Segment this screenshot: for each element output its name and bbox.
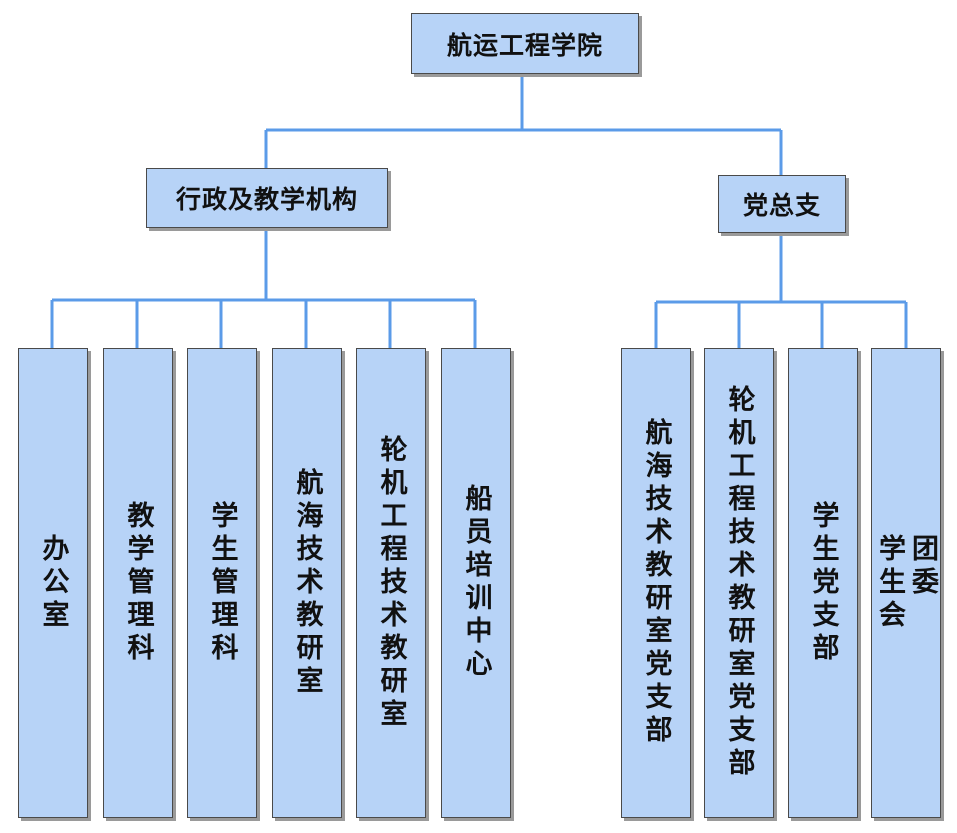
party-unit-node: 航海技术教研室党支部 bbox=[621, 348, 691, 818]
admin-unit-label: 教学管理科 bbox=[122, 500, 154, 666]
party-unit-label: 学生党支部 bbox=[807, 500, 839, 666]
admin-unit-node: 轮机工程技术教研室 bbox=[356, 348, 426, 818]
party-unit-label: 轮机工程技术教研室党支部 bbox=[723, 385, 755, 781]
root-node-label: 航运工程学院 bbox=[446, 30, 603, 60]
admin-unit-node: 教学管理科 bbox=[103, 348, 173, 818]
admin-branch-node: 行政及教学机构 bbox=[146, 168, 388, 228]
party-branch-label: 党总支 bbox=[742, 191, 821, 220]
party-branch-node: 党总支 bbox=[718, 175, 846, 233]
admin-unit-label: 办公室 bbox=[37, 533, 69, 633]
admin-branch-label: 行政及教学机构 bbox=[175, 185, 358, 214]
party-unit-node: 轮机工程技术教研室党支部 bbox=[704, 348, 774, 818]
party-unit-node: 学生党支部 bbox=[788, 348, 858, 818]
admin-unit-label: 学生管理科 bbox=[206, 500, 238, 666]
admin-unit-label: 航海技术教研室 bbox=[291, 467, 323, 699]
party-unit-label: 航海技术教研室党支部 bbox=[640, 418, 672, 748]
admin-unit-node: 船员培训中心 bbox=[441, 348, 511, 818]
admin-unit-label: 轮机工程技术教研室 bbox=[375, 434, 407, 732]
admin-unit-node: 办公室 bbox=[18, 348, 88, 818]
root-node: 航运工程学院 bbox=[411, 13, 639, 74]
party-unit-label-group: 团委 学生会 bbox=[874, 533, 938, 633]
party-unit-label-line: 学生会 bbox=[874, 533, 905, 633]
admin-unit-label: 船员培训中心 bbox=[460, 484, 492, 682]
admin-unit-node: 学生管理科 bbox=[187, 348, 257, 818]
party-unit-label-line: 团委 bbox=[907, 533, 938, 600]
party-unit-node: 团委 学生会 bbox=[871, 348, 941, 818]
admin-unit-node: 航海技术教研室 bbox=[272, 348, 342, 818]
